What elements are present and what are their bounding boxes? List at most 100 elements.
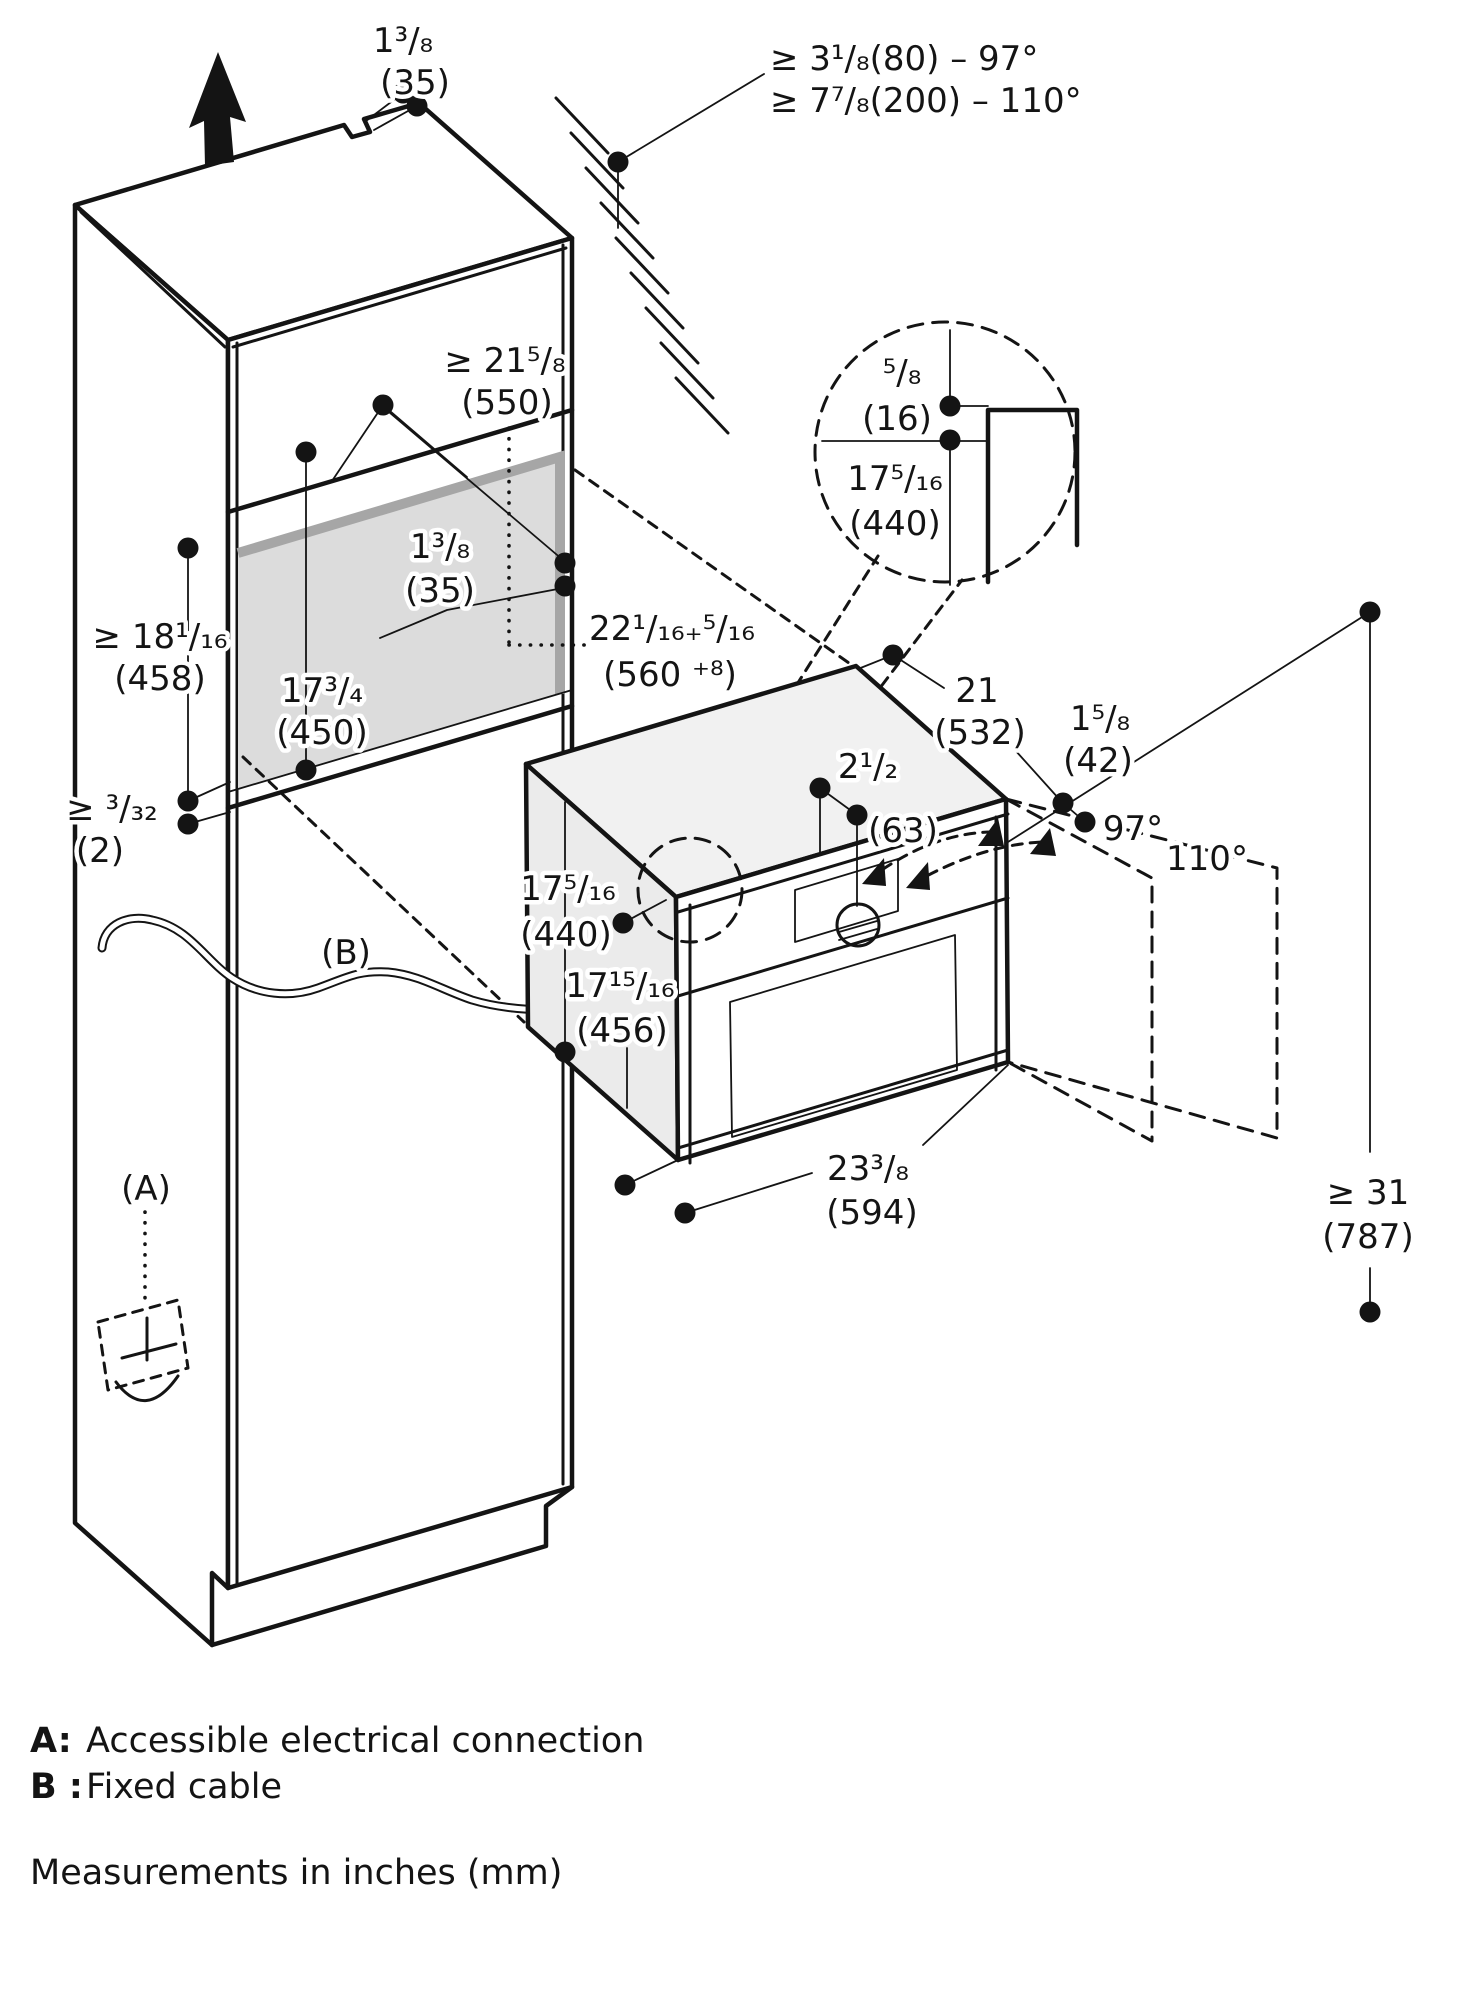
removal-direction-arrow-icon bbox=[189, 52, 246, 166]
dim-dot bbox=[1052, 792, 1074, 814]
dim-bottom-gap-mm: (2) bbox=[76, 831, 124, 871]
corner-reference-circle bbox=[636, 836, 744, 944]
dim-top-notch-mm: (35) bbox=[380, 63, 450, 103]
cabinet-front-face bbox=[225, 235, 575, 1591]
dim-dot bbox=[177, 537, 199, 559]
dim-handle-in: 1⁵/₈ bbox=[1070, 699, 1130, 739]
angle-110-label: 110° bbox=[1166, 839, 1248, 879]
display-window bbox=[794, 858, 899, 943]
dimension-labels: 1³/₈ (35) ≥ 3¹/₈(80) – 97° ≥ 7⁷/₈(200) –… bbox=[62, 17, 1419, 1262]
legend: A: Accessible electrical connection B : … bbox=[30, 1721, 644, 1893]
dim-niche-gap-mm: (35) bbox=[405, 571, 475, 611]
dim-dot bbox=[614, 1174, 636, 1196]
door-open-97 bbox=[1004, 797, 1154, 1143]
niche-depth-dotted-line bbox=[507, 426, 592, 647]
control-knob-slot bbox=[838, 920, 878, 941]
door-glass-window bbox=[729, 934, 958, 1138]
dim-handle-mm: (42) bbox=[1063, 741, 1133, 781]
dim-wall-clearance-110: ≥ 7⁷/₈(200) – 110° bbox=[770, 81, 1082, 121]
niche-to-oven-rays bbox=[241, 468, 858, 1024]
dim-niche-width-in: 22¹/₁₆₊⁵/₁₆ bbox=[589, 609, 755, 649]
niche-edge-band bbox=[236, 450, 565, 694]
electrical-connection-symbol bbox=[96, 1298, 190, 1402]
dim-dot bbox=[392, 82, 414, 104]
dim-oven-total-mm: (456) bbox=[576, 1011, 667, 1051]
dim-oven-width-mm: (594) bbox=[826, 1193, 917, 1233]
niche-bottom-edge bbox=[225, 703, 575, 811]
dim-niche-width-mm: (560 ⁺⁸) bbox=[603, 655, 737, 695]
swing-arrowhead-icon bbox=[906, 862, 930, 890]
measurements-note: Measurements in inches (mm) bbox=[30, 1853, 562, 1893]
niche-bottom-thin-edge bbox=[227, 689, 573, 793]
leader-lines bbox=[187, 73, 1371, 1313]
dim-detail-gap-mm: (16) bbox=[862, 399, 932, 439]
cabinet-panel-edges bbox=[79, 210, 568, 1587]
dim-detail-height-in: 17⁵/₁₆ bbox=[847, 459, 943, 499]
detail-dim-lines bbox=[821, 329, 989, 586]
door-swing-projection bbox=[862, 797, 1279, 1143]
tall-cabinet bbox=[72, 100, 575, 1648]
legend-a-key: A: bbox=[30, 1721, 72, 1761]
dim-bottom-gap-in: ≥ ³/₃₂ bbox=[66, 789, 158, 829]
cabinet-plinth bbox=[209, 1484, 575, 1648]
dim-floor-in: ≥ 31 bbox=[1327, 1173, 1410, 1213]
dim-dot bbox=[295, 759, 317, 781]
angle-97-label: 97° bbox=[1103, 809, 1163, 849]
dim-niche-height-mm: (450) bbox=[276, 713, 367, 753]
dim-dot bbox=[809, 777, 831, 799]
swing-arrowhead-icon bbox=[862, 858, 886, 886]
dim-oven-height-in: 17⁵/₁₆ bbox=[520, 869, 616, 909]
dim-dot bbox=[939, 395, 961, 417]
dim-dot bbox=[846, 804, 868, 826]
dim-oven-depth-mm: (532) bbox=[934, 713, 1025, 753]
dim-dot bbox=[939, 429, 961, 451]
dim-dot bbox=[1359, 1301, 1381, 1323]
detail-callout bbox=[636, 320, 1080, 944]
cabinet-side-face bbox=[72, 202, 231, 1648]
ref-a-label: (A) bbox=[121, 1169, 171, 1209]
dim-dot bbox=[177, 790, 199, 812]
swing-arrowhead-icon bbox=[1030, 828, 1056, 856]
dim-detail-height-mm: (440) bbox=[849, 504, 940, 544]
dim-side-height-mm: (458) bbox=[114, 659, 205, 699]
dim-dot bbox=[554, 1041, 576, 1063]
upper-section-bottom-edge bbox=[225, 407, 575, 515]
outlet-dashed-box bbox=[96, 1298, 190, 1392]
ref-b-label: (B) bbox=[321, 933, 371, 973]
swing-arrowhead-icon bbox=[978, 818, 1004, 846]
legend-b-key: B : bbox=[30, 1767, 83, 1807]
dim-top-notch-in: 1³/₈ bbox=[373, 21, 433, 61]
dim-dot bbox=[295, 441, 317, 463]
dim-wall-clearance-97: ≥ 3¹/₈(80) – 97° bbox=[770, 39, 1038, 79]
dim-oven-width-in: 23³/₈ bbox=[827, 1149, 909, 1189]
dim-dot bbox=[607, 151, 629, 173]
legend-b-text: Fixed cable bbox=[86, 1767, 282, 1807]
wall-section-hatch bbox=[554, 96, 730, 435]
detail-panel-section bbox=[985, 407, 1080, 585]
dim-dot bbox=[177, 813, 199, 835]
dim-oven-depth-in: 21 bbox=[955, 671, 998, 711]
dim-dot bbox=[674, 1202, 696, 1224]
dim-dot bbox=[882, 644, 904, 666]
dim-dot bbox=[372, 394, 394, 416]
door-open-110 bbox=[1004, 797, 1279, 1140]
dim-niche-depth-mm: (550) bbox=[461, 383, 552, 423]
control-panel-bottom-edge bbox=[676, 896, 1010, 998]
dim-floor-mm: (787) bbox=[1322, 1217, 1413, 1257]
dim-knob-in: 2¹/₂ bbox=[838, 747, 898, 787]
dim-knob-mm: (63) bbox=[868, 811, 938, 851]
dim-dot bbox=[554, 575, 576, 597]
niche-recess bbox=[238, 457, 560, 790]
dim-oven-height-mm: (440) bbox=[520, 915, 611, 955]
socket-icon bbox=[114, 1316, 180, 1402]
dim-niche-gap-in: 1³/₈ bbox=[410, 527, 470, 567]
dim-dot bbox=[1359, 601, 1381, 623]
dim-side-height-in: ≥ 18¹/₁₆ bbox=[93, 617, 228, 657]
dim-niche-height-in: 17³/₄ bbox=[281, 671, 363, 711]
dim-dot bbox=[406, 95, 428, 117]
dim-dot bbox=[1074, 811, 1096, 833]
dim-detail-gap-in: ⁵/₈ bbox=[883, 353, 922, 393]
hatch-strokes bbox=[554, 96, 730, 435]
